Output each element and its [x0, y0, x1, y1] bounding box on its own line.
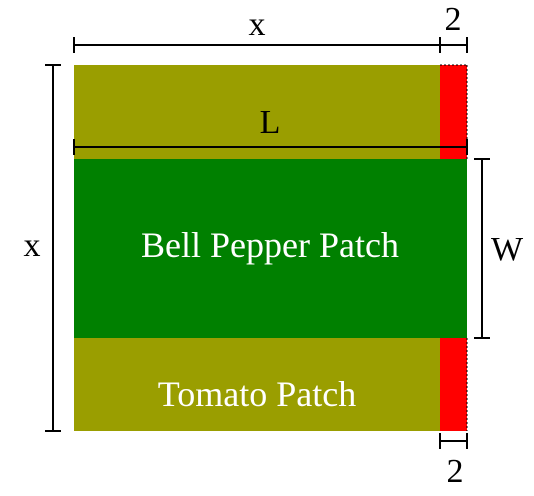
inner-length-label: L — [260, 104, 281, 141]
inner-length-dimension: L — [73, 104, 468, 155]
left-height-label: x — [24, 227, 41, 264]
top-width-label: x — [249, 6, 266, 43]
top-strip-label: 2 — [445, 1, 462, 38]
tomato-patch-label: Tomato Patch — [158, 374, 356, 414]
top-width-dimension: x — [73, 6, 441, 53]
right-width-label: W — [491, 231, 524, 268]
bottom-strip-dimension: 2 — [439, 433, 468, 490]
bell-pepper-patch-label: Bell Pepper Patch — [141, 225, 399, 265]
added-strip-bottom — [440, 338, 467, 431]
right-width-dimension: W — [474, 158, 524, 339]
bell-pepper-patch — [74, 159, 467, 338]
added-strip-top — [440, 65, 467, 159]
bottom-strip-label: 2 — [447, 453, 464, 490]
top-strip-dimension: 2 — [440, 1, 468, 53]
left-height-dimension: x — [24, 64, 61, 432]
